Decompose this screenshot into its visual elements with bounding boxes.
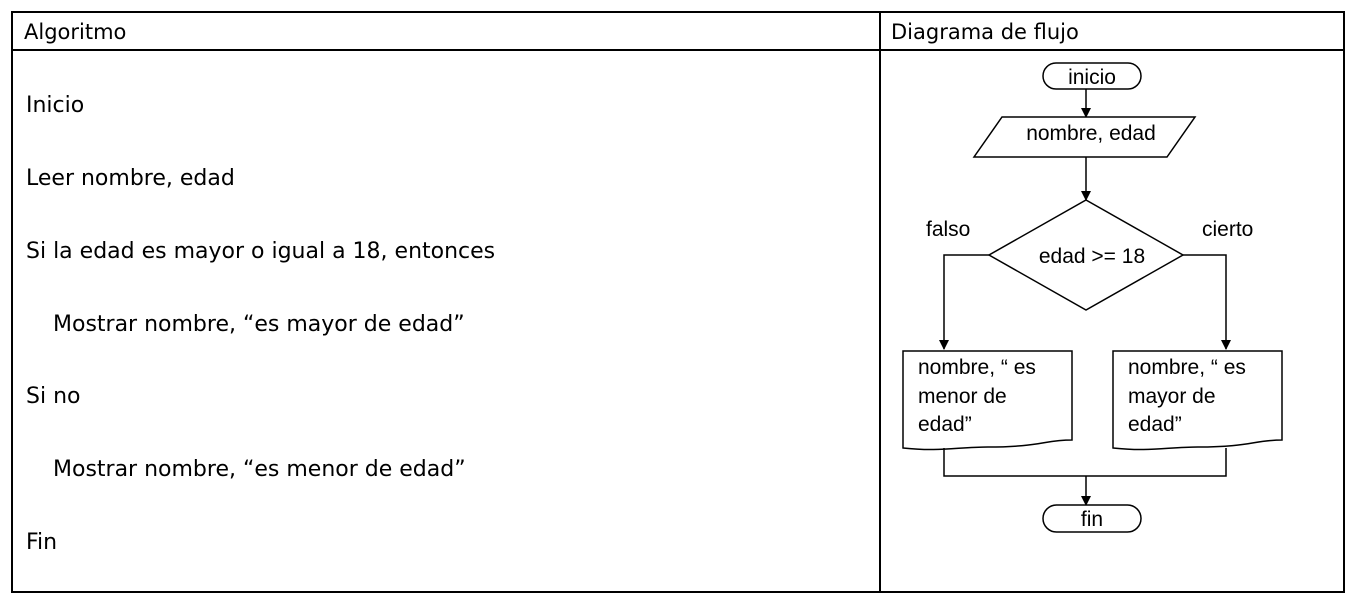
algorithm-line-if: Si la edad es mayor o igual a 18, entonc… bbox=[26, 239, 496, 264]
end-terminal-label: fin bbox=[1081, 508, 1103, 531]
algorithm-line-show-minor: Mostrar nombre, “es menor de edad” bbox=[53, 457, 466, 482]
true-branch-label: cierto bbox=[1202, 218, 1253, 241]
end-terminal bbox=[1042, 504, 1142, 533]
algorithm-table: Algoritmo Diagrama de flujo Inicio Leer … bbox=[11, 11, 1345, 593]
output-false-line-3: edad” bbox=[918, 413, 972, 436]
false-branch-connector bbox=[939, 254, 989, 350]
column-divider bbox=[879, 13, 881, 591]
output-document-true bbox=[1112, 350, 1283, 451]
start-terminal-label: inicio bbox=[1068, 66, 1116, 89]
algorithm-line-end: Fin bbox=[26, 530, 58, 555]
algorithm-line-else: Si no bbox=[26, 384, 81, 409]
algorithm-line-show-adult: Mostrar nombre, “es mayor de edad” bbox=[53, 312, 465, 337]
header-divider bbox=[13, 49, 1343, 51]
output-true-line-1: nombre, “ es bbox=[1128, 356, 1246, 379]
decision-label: edad >= 18 bbox=[1039, 245, 1145, 268]
algorithm-line-start: Inicio bbox=[26, 93, 85, 118]
decision-diamond bbox=[987, 199, 1185, 311]
input-label: nombre, edad bbox=[1026, 122, 1156, 145]
merge-connector bbox=[943, 448, 1227, 477]
header-algorithm: Algoritmo bbox=[24, 20, 127, 44]
true-branch-connector bbox=[1183, 254, 1231, 350]
algorithm-line-read: Leer nombre, edad bbox=[26, 166, 235, 191]
start-terminal bbox=[1042, 62, 1142, 90]
output-document-false bbox=[902, 350, 1073, 451]
output-false-line-1: nombre, “ es bbox=[918, 356, 1036, 379]
output-true-line-3: edad” bbox=[1128, 413, 1182, 436]
false-branch-label: falso bbox=[926, 218, 970, 241]
input-parallelogram bbox=[972, 116, 1197, 158]
output-true-line-2: mayor de bbox=[1128, 385, 1216, 408]
header-flowchart: Diagrama de flujo bbox=[891, 20, 1079, 44]
output-false-line-2: menor de bbox=[918, 385, 1007, 408]
